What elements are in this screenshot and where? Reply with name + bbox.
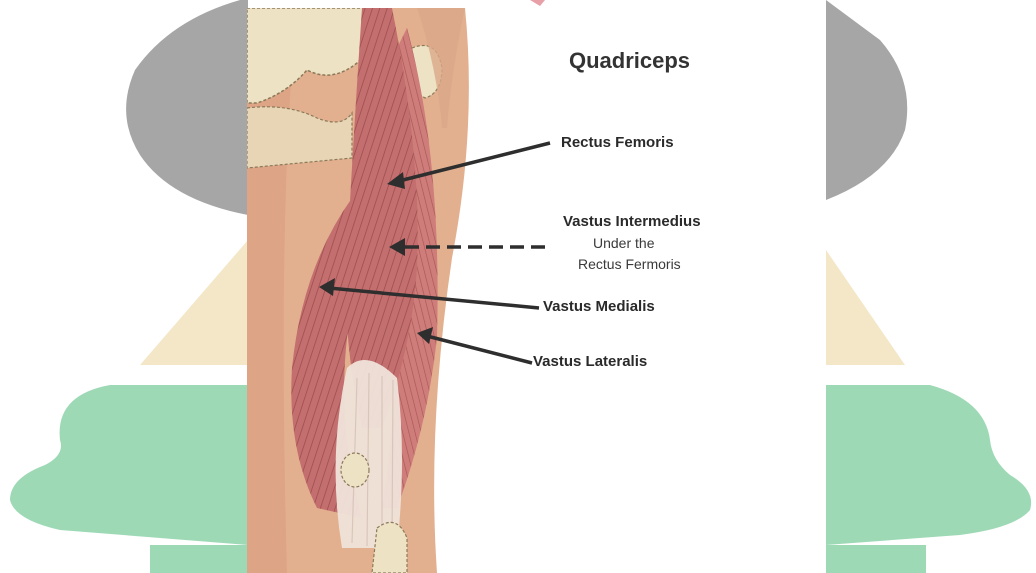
watermark-green-left-stripe [150,545,248,573]
diagram-title: Quadriceps [569,48,690,74]
diagram-panel: Quadriceps Rectus Femoris Vastus Interme… [247,8,825,573]
thigh-illustration [247,8,825,573]
watermark-beige-left-shape [140,240,248,365]
label-vastus-medialis: Vastus Medialis [543,298,655,315]
label-vastus-intermedius: Vastus Intermedius [563,213,701,230]
tibia-bone [372,522,407,573]
watermark-green-right-stripe [826,545,926,573]
label-vastus-intermedius-note-line2: Rectus Fermoris [578,256,681,272]
watermark-green-left-shape [10,385,248,545]
watermark-green-right-shape [826,385,1031,545]
label-vastus-lateralis: Vastus Lateralis [533,353,647,370]
patella-bone [341,453,369,487]
watermark-red-top [530,0,545,6]
watermark-gray-right-shape [826,0,907,200]
arrow-vastus-lateralis [427,336,532,363]
label-rectus-femoris: Rectus Femoris [561,134,674,151]
watermark-gray-left-shape [126,0,248,215]
label-vastus-intermedius-note-line1: Under the [593,235,654,251]
watermark-beige-right-shape [826,250,905,365]
